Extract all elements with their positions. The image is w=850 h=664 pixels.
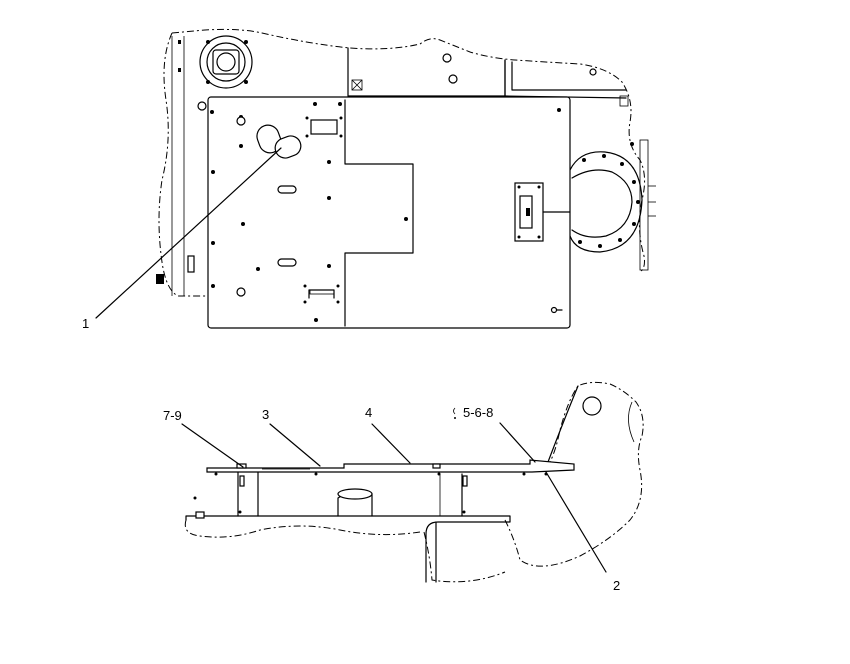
side-flange bbox=[569, 139, 656, 271]
leader-4 bbox=[371, 423, 411, 464]
lever-arm-edge bbox=[628, 401, 635, 443]
lever-arm-hole bbox=[582, 396, 602, 416]
pivot-boss bbox=[199, 35, 253, 89]
lever-arm bbox=[539, 385, 579, 471]
frame-base bbox=[185, 515, 511, 583]
callout-1: 1 bbox=[82, 316, 89, 331]
side-cover-plates bbox=[206, 459, 575, 476]
upper-bracket bbox=[347, 47, 629, 107]
rail-bracket bbox=[187, 255, 195, 273]
callout-2: 2 bbox=[613, 578, 620, 593]
inspection-cover-oval bbox=[256, 124, 302, 159]
top-view bbox=[95, 28, 656, 329]
frame-breakaway-outline bbox=[158, 28, 646, 297]
leader-5-6-8 bbox=[499, 422, 536, 463]
rail-bolt bbox=[178, 68, 181, 72]
frame-bolt bbox=[197, 101, 207, 111]
latch-assembly bbox=[514, 182, 571, 242]
pipe-stack bbox=[337, 488, 373, 517]
callout-3: 3 bbox=[262, 407, 269, 422]
leader-tick-dot bbox=[454, 417, 456, 419]
base-clip bbox=[195, 511, 205, 519]
rail-bolt bbox=[178, 40, 181, 44]
leader-7-9 bbox=[181, 423, 244, 468]
side-view bbox=[181, 381, 644, 583]
side-breakaway-lower bbox=[423, 531, 506, 583]
callout-4: 4 bbox=[365, 405, 372, 420]
callout-7-9: 7-9 bbox=[163, 408, 182, 423]
leader-2 bbox=[545, 471, 607, 573]
rail-clip bbox=[156, 274, 164, 284]
callout-5-6-8: 5-6-8 bbox=[463, 405, 493, 420]
cover-plate bbox=[207, 96, 571, 329]
leader-3 bbox=[269, 423, 321, 467]
leader-tick bbox=[453, 407, 456, 415]
side-breakaway-outline bbox=[184, 381, 644, 567]
leader-1 bbox=[95, 147, 282, 319]
